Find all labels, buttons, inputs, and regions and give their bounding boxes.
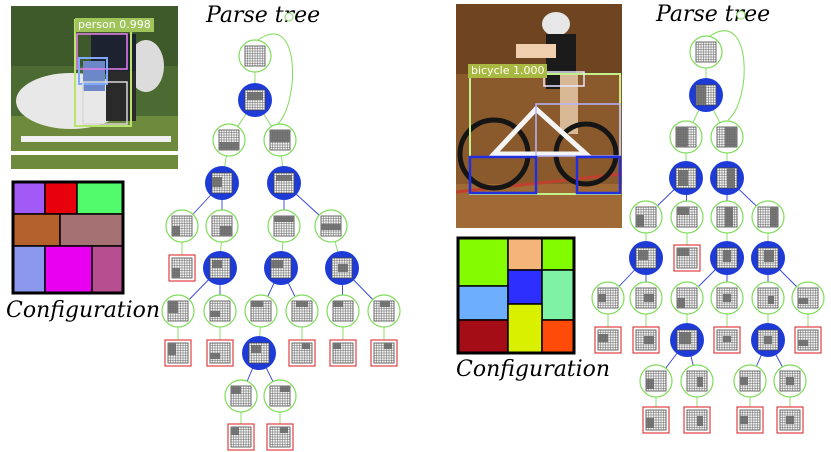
right-tree-node-or [670, 281, 704, 315]
right-configuration-title: Configuration [456, 357, 611, 382]
left-tree-node-or [224, 379, 258, 413]
left-detection-label: person 0.998 [75, 18, 154, 32]
right-tree-node-term [683, 406, 711, 434]
right-tree-node-and [751, 323, 785, 357]
right-tree-node-and [689, 78, 723, 112]
right-tree-node-term [794, 326, 822, 354]
left-tree-node-or [314, 209, 348, 243]
left-tree-node-term [370, 339, 398, 367]
left-tree-node-or [267, 209, 301, 243]
left-tree-node-or [263, 379, 297, 413]
right-detection-label: bicycle 1.000 [468, 64, 548, 78]
right-tree-node-or [629, 281, 663, 315]
right-tree-node-or [670, 200, 704, 234]
right-tree-node-or [751, 281, 785, 315]
left-tree-node-term [288, 339, 316, 367]
right-tree-node-term [736, 406, 764, 434]
right-tree-node-or [591, 281, 625, 315]
right-tree-node-and [669, 161, 703, 195]
right-tree-node-or [751, 200, 785, 234]
left-tree-node-term [227, 423, 255, 451]
left-parse-tree-title: Parse tree [206, 3, 321, 28]
right-tree-loop-edge [709, 30, 745, 121]
left-tree-node-term [206, 339, 234, 367]
right-tree-node-term [632, 326, 660, 354]
right-tree-node-and [629, 241, 663, 275]
right-tree-node-or [629, 200, 663, 234]
left-tree-node-or [161, 294, 195, 328]
left-tree-node-or [367, 294, 401, 328]
left-tree-node-term [329, 339, 357, 367]
left-tree-node-or [285, 294, 319, 328]
left-photo: person 0.998 [11, 6, 178, 169]
right-tree-node-or [710, 120, 744, 154]
left-tree-node-and [203, 251, 237, 285]
left-tree-node-or [263, 123, 297, 157]
right-tree-node-and [710, 241, 744, 275]
left-photo-art [11, 6, 178, 169]
left-tree-loop-edge [257, 33, 294, 125]
right-tree-loop-node [736, 10, 746, 20]
right-tree-node-term [673, 244, 701, 272]
right-tree-node-or [710, 281, 744, 315]
left-tree-node-and [264, 251, 298, 285]
left-tree-node-and [238, 83, 272, 117]
right-photo: bicycle 1.000 [456, 4, 622, 228]
left-tree-node-term [168, 254, 196, 282]
right-tree-node-or [680, 364, 714, 398]
right-tree-node-term [594, 326, 622, 354]
right-photo-art [456, 4, 622, 228]
right-tree-node-and [670, 323, 704, 357]
right-tree-node-or [733, 364, 767, 398]
right-tree-node-or [791, 281, 825, 315]
right-tree-node-or [689, 35, 723, 69]
right-tree-node-term [642, 406, 670, 434]
left-tree-node-or [205, 209, 239, 243]
right-tree-node-term [776, 406, 804, 434]
left-tree-node-or [203, 294, 237, 328]
left-tree-node-or [244, 294, 278, 328]
left-tree-node-term [164, 339, 192, 367]
right-tree-node-or [639, 364, 673, 398]
left-tree-node-or [326, 294, 360, 328]
right-tree-node-and [751, 241, 785, 275]
left-tree-node-and [205, 166, 239, 200]
left-tree-loop-node [284, 12, 294, 22]
left-tree-node-or [165, 209, 199, 243]
left-tree-node-or [238, 39, 272, 73]
left-tree-node-and [242, 336, 276, 370]
right-tree-node-and [710, 161, 744, 195]
right-tree-node-or [710, 200, 744, 234]
left-tree-node-and [267, 166, 301, 200]
left-configuration-title: Configuration [6, 298, 161, 323]
right-tree-node-or [669, 120, 703, 154]
right-tree-node-or [773, 364, 807, 398]
right-tree-node-term [713, 326, 741, 354]
left-tree-node-term [266, 423, 294, 451]
right-parse-tree-title: Parse tree [656, 2, 771, 27]
left-tree-node-or [212, 123, 246, 157]
left-tree-node-and [325, 251, 359, 285]
